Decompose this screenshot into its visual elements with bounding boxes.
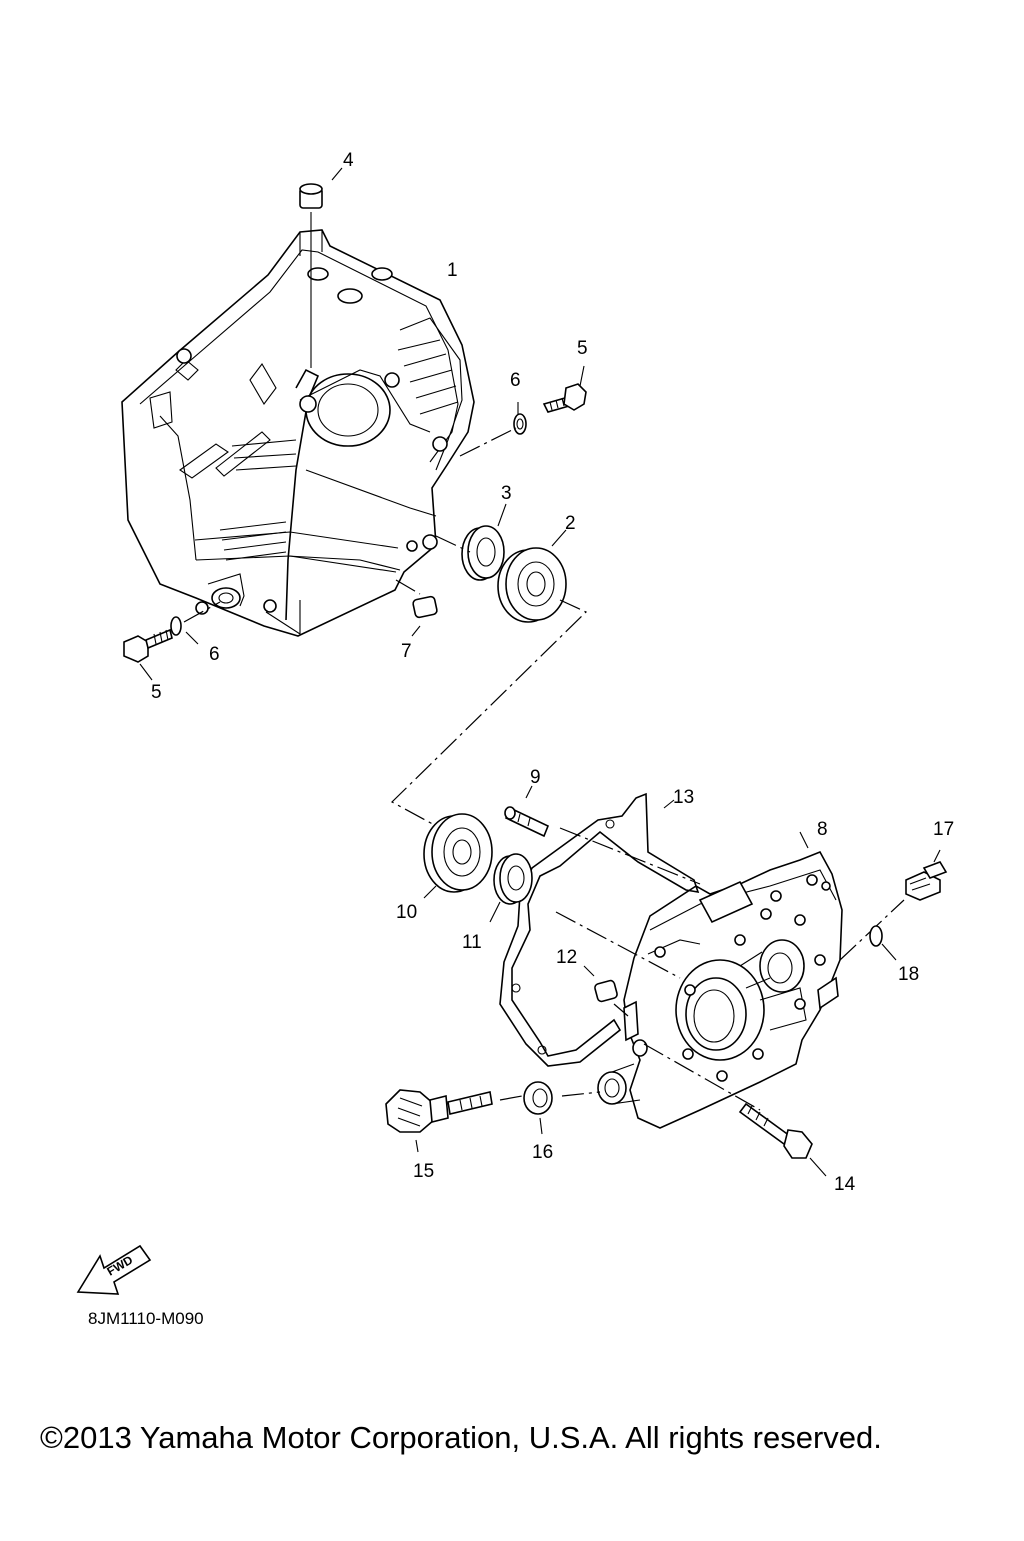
- label-part-12: 12: [556, 947, 577, 968]
- part-16-gasket-ring: [523, 1081, 553, 1135]
- label-part-1: 1: [447, 260, 458, 281]
- label-part-6-lower: 6: [209, 644, 220, 665]
- label-part-15: 15: [413, 1161, 434, 1182]
- part-6-washer-lower: [170, 601, 221, 645]
- crankcase-1: [121, 229, 475, 637]
- part-labels: 1 2 3 4 5 5 6 6 7 8 9 10 11 12 13 14 15 …: [151, 150, 954, 1195]
- label-part-10: 10: [396, 902, 417, 923]
- diagram-reference-code: 8JM1110-M090: [88, 1309, 204, 1328]
- label-part-7: 7: [401, 641, 412, 662]
- part-10-bearing-lower: [423, 813, 493, 899]
- label-part-4: 4: [343, 150, 354, 171]
- part-3-oil-seal: [461, 503, 507, 581]
- label-part-3: 3: [501, 483, 512, 504]
- label-part-11: 11: [462, 932, 482, 953]
- part-4-collar: [299, 167, 343, 368]
- label-part-9: 9: [530, 767, 541, 788]
- label-part-16: 16: [532, 1142, 553, 1163]
- label-part-2: 2: [565, 513, 576, 534]
- label-part-8: 8: [817, 819, 828, 840]
- label-part-6-upper: 6: [510, 370, 521, 391]
- part-18-o-ring: [869, 925, 897, 961]
- part-15-dipstick: [385, 1089, 493, 1153]
- label-part-17: 17: [933, 819, 954, 840]
- copyright-notice: ©2013 Yamaha Motor Corporation, U.S.A. A…: [40, 1420, 882, 1455]
- crankcase-8: [597, 831, 843, 1129]
- part-2-bearing-upper: [497, 529, 567, 623]
- label-part-5-lower: 5: [151, 682, 162, 703]
- label-part-14: 14: [834, 1174, 856, 1195]
- part-6-washer-upper: [459, 402, 527, 457]
- part-17-plug: [905, 849, 948, 901]
- label-part-18: 18: [898, 964, 919, 985]
- part-12-plug: [583, 965, 618, 1003]
- part-11-oil-seal: [489, 853, 533, 923]
- part-14-bolt: [738, 1102, 827, 1177]
- part-5-bolt-lower: [123, 628, 173, 681]
- part-5-bolt-upper: [542, 365, 587, 413]
- label-part-13: 13: [673, 787, 694, 808]
- fwd-arrow-icon: FWD: [76, 1244, 152, 1295]
- part-9-dowel: [504, 785, 550, 838]
- label-part-5-upper: 5: [577, 338, 588, 359]
- part-7-dowel-pin: [395, 579, 438, 637]
